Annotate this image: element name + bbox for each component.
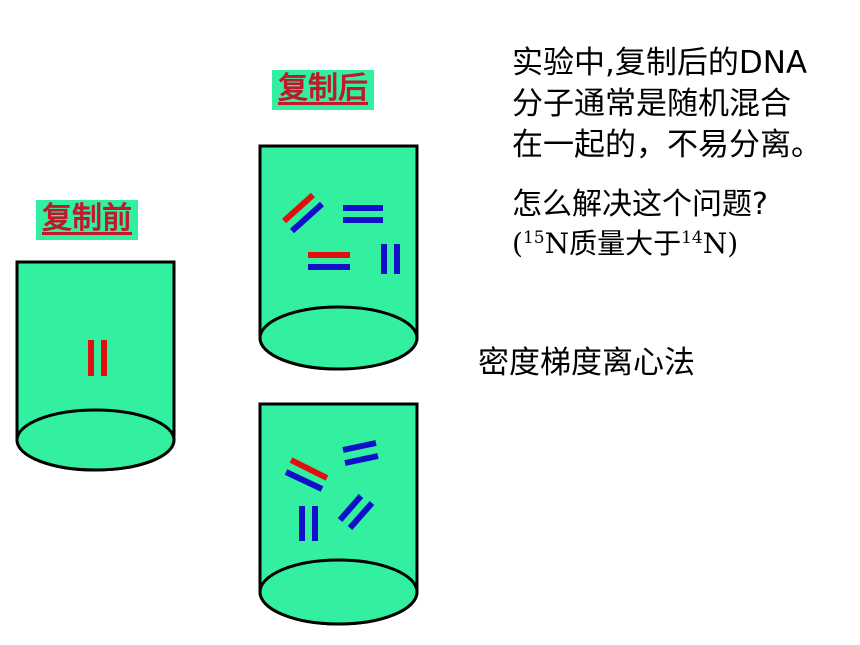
- isotope-note: (15N质量大于14N): [512, 230, 738, 258]
- tube-after-bottom-bottom: [258, 558, 419, 626]
- description-line-3: 在一起的，不易分离。: [512, 127, 822, 163]
- dna-strand-blue: [289, 201, 325, 234]
- question-text: 怎么解决这个问题?: [512, 187, 768, 222]
- dna-strand-blue: [344, 453, 379, 466]
- dna-strand-blue: [342, 440, 377, 453]
- tube-before: [15, 260, 176, 472]
- dna-strand-blue: [347, 501, 375, 530]
- label-before-replication: 复制前: [36, 200, 138, 240]
- tube-after-top-bottom: [258, 305, 419, 371]
- dna-strand-red: [289, 457, 329, 481]
- isotope-b-mass: 14: [681, 228, 703, 248]
- description-line-2: 分子通常是随机混合: [512, 86, 791, 122]
- isotope-a-mass: 15: [522, 228, 545, 248]
- isotope-b-symbol: N): [702, 227, 739, 260]
- label-after-replication: 复制后: [272, 70, 374, 110]
- description-line-1: 实验中,复制后的DNA: [512, 45, 808, 81]
- isotope-note-open: (: [512, 227, 523, 260]
- dna-strand-red: [281, 192, 316, 224]
- isotope-a-symbol: N质量大于: [544, 227, 682, 260]
- dna-strand-blue: [284, 469, 324, 492]
- tube-after-bottom: [258, 402, 419, 626]
- method-text: 密度梯度离心法: [478, 345, 695, 381]
- tube-before-bottom: [15, 408, 176, 472]
- dna-strand-blue: [337, 494, 364, 522]
- tube-after-top: [258, 144, 419, 371]
